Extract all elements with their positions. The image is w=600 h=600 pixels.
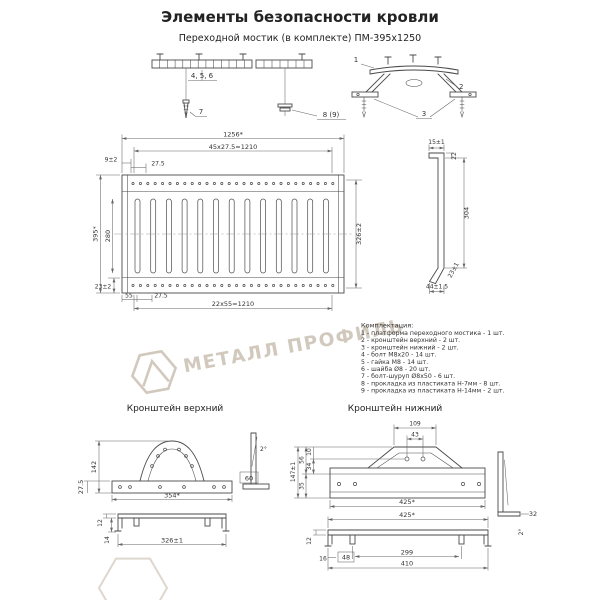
lower-bracket-end-dims: 32 2°: [518, 510, 537, 535]
callout-upper-bracket: 2: [459, 83, 463, 91]
platform-side-profile: 15±1 22 304 23±1 44±1.5: [426, 139, 471, 294]
dim-profile-lip: 22: [451, 152, 458, 160]
kit-item: 8 - прокладка из пластиката Н-7мм - 8 шт…: [361, 380, 501, 387]
dim-plan-slot-length: 280: [104, 230, 112, 242]
dim-lower-35: 35: [299, 482, 306, 490]
rail-section-detail: 4, 5, 6 7: [151, 53, 253, 119]
lower-bracket-top-view: [329, 446, 486, 499]
dim-upper-326: 326±1: [161, 537, 183, 545]
dim-plan-pitch-top: 45х27.5=1210: [209, 143, 258, 151]
dim-lower-32: 32: [529, 510, 537, 518]
dim-lower-109: 109: [409, 421, 421, 428]
dim-upper-14: 14: [104, 536, 111, 544]
dim-upper-angle: 2°: [260, 446, 267, 453]
upper-bracket-top-view: [111, 440, 233, 494]
lower-bracket-profile: [324, 529, 492, 547]
kit-item: 6 - шайба Ø8 - 20 шт.: [361, 365, 430, 373]
dim-lower-147: 147±1: [290, 462, 297, 482]
page-title: Элементы безопасности кровли: [161, 8, 439, 26]
kit-list: Комплектация: 1 - платформа переходного …: [361, 322, 505, 395]
kit-item: 9 - прокладка из пластиката Н-14мм - 2 ш…: [361, 388, 505, 395]
kit-item: 1 - платформа переходного мостика - 1 шт…: [361, 330, 504, 337]
dim-lower-299: 299: [401, 549, 413, 557]
plan-dimensions: 1256* 45х27.5=1210 9±2 27.5 395* 280 326…: [92, 131, 363, 311]
lower-bracket-profile-dims: 425* 12 16 48 299 410: [306, 511, 489, 571]
upper-bracket-profile-dims: 12 14 326±1: [97, 513, 227, 547]
watermark-hexagon-corner: [97, 557, 169, 600]
dim-lower-10: 10: [306, 448, 313, 456]
upper-bracket-profile: [114, 513, 230, 532]
callout-screw: 7: [199, 108, 203, 116]
dim-plan-width: 1256*: [223, 131, 244, 139]
lower-bracket-section: Кронштейн нижний 109 43 10 34: [290, 404, 537, 571]
callout-gasket: 8 (9): [323, 111, 340, 119]
dim-lower-angle: 2°: [518, 529, 525, 536]
platform-plan-view: [114, 174, 352, 294]
dim-lower-48: 48: [342, 554, 350, 562]
upper-bracket-section: Кронштейн верхний 142 27.5 354*: [77, 404, 270, 547]
dim-upper-275: 27.5: [77, 480, 85, 494]
rail-section-detail-2: 8 (9): [255, 53, 346, 120]
upper-bracket-title: Кронштейн верхний: [127, 404, 224, 414]
kit-item: 7 - болт-шуруп Ø8х50 - 6 шт.: [361, 372, 455, 380]
watermark-logo-chevron: [142, 358, 170, 387]
dim-plan-step-bottom: 27.5: [154, 293, 168, 300]
watermark-hexagon-logo: [130, 349, 178, 395]
dim-profile-height: 304: [463, 207, 471, 219]
dim-lower-16: 16: [319, 556, 327, 563]
callout-platform: 1: [354, 56, 358, 64]
callout-bolt-set: 4, 5, 6: [191, 72, 214, 80]
dim-plan-pitch-bottom: 22х55=1210: [212, 300, 254, 308]
page-subtitle: Переходной мостик (в комплекте) ПМ-395х1…: [179, 33, 421, 44]
dim-lower-410: 410: [401, 560, 413, 568]
dim-lower-12: 12: [306, 537, 313, 545]
dim-upper-12: 12: [97, 519, 104, 527]
dim-plan-rail-spacing: 326±2: [355, 223, 363, 245]
dim-upper-width: 354*: [164, 492, 180, 500]
upper-bracket-top-dims: 142 27.5 354*: [77, 440, 233, 502]
dim-upper-60: 60: [245, 475, 253, 483]
kit-item: 5 - гайка М8 - 14 шт.: [361, 358, 428, 366]
kit-heading: Комплектация:: [361, 322, 413, 330]
dim-lower-43: 43: [411, 432, 419, 439]
dim-lower-width-bottom: 425*: [399, 511, 415, 519]
dim-plan-bottom-margin: 23±2: [95, 284, 112, 291]
screw-glyph: [182, 99, 190, 119]
lower-bracket-title: Кронштейн нижний: [348, 404, 443, 414]
dim-profile-hook-drop: 23±1: [447, 261, 461, 279]
dim-plan-height: 395*: [92, 225, 100, 241]
lower-bracket-top-dims: 109 43 10 34 56 147±1 35 425*: [290, 421, 486, 509]
kit-item: 4 - болт М8х20 - 14 шт.: [361, 351, 436, 359]
dim-plan-margin: 9±2: [105, 157, 118, 164]
dim-profile-hook-width: 44±1.5: [426, 284, 448, 291]
bridge-end-view: 1 2 3: [351, 54, 477, 119]
dim-plan-step-top: 27.5: [151, 161, 165, 168]
dim-profile-top-width: 15±1: [428, 139, 445, 146]
dim-lower-56: 56: [299, 456, 306, 464]
kit-item: 2 - кронштейн верхний - 2 шт.: [361, 336, 460, 344]
upper-bracket-end-view: [239, 432, 270, 490]
lower-bracket-end-view: [497, 451, 521, 517]
dim-upper-height: 142: [90, 461, 98, 473]
dim-plan-55: 55: [125, 293, 133, 300]
kit-item: 3 - кронштейн нижний - 2 шт.: [361, 343, 459, 351]
dim-lower-width-top: 425*: [399, 498, 415, 506]
callout-lower-bracket: 3: [422, 110, 426, 118]
dim-lower-34: 34: [306, 463, 313, 471]
